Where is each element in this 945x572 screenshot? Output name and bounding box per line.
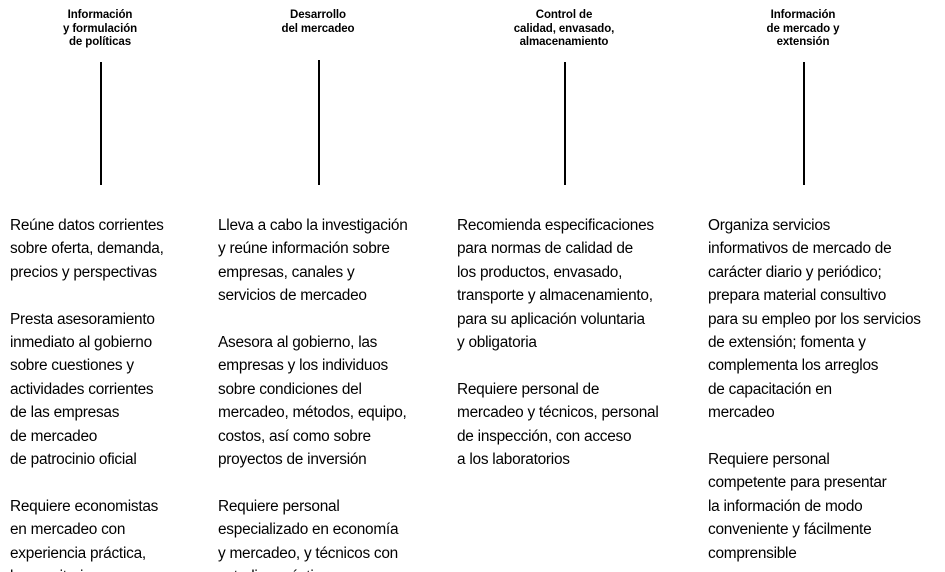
column-body-desarrollo-del-mercadeo: Lleva a cabo la investigación y reúne in… — [218, 214, 458, 572]
paragraph: Requiere personal especializado en econo… — [218, 497, 399, 572]
paragraph: Presta asesoramiento inmediato al gobier… — [10, 310, 155, 469]
column-body-informacion-mercado-extension: Organiza servicios informativos de merca… — [708, 214, 945, 565]
paragraph: Requiere personal competente para presen… — [708, 451, 887, 562]
paragraph: Reúne datos corrientes sobre oferta, dem… — [10, 217, 164, 281]
column-header-control-calidad-envasado-almacenamiento: Control de calidad, envasado, almacenami… — [513, 9, 615, 48]
column-body-informacion-formulacion-politicas: Reúne datos corrientes sobre oferta, dem… — [10, 214, 210, 572]
column-header-informacion-formulacion-politicas: Información y formulación de políticas — [62, 9, 138, 48]
paragraph: Asesora al gobierno, las empresas y los … — [218, 334, 407, 469]
paragraph: Organiza servicios informativos de merca… — [708, 217, 921, 422]
paragraph: Recomienda especificaciones para normas … — [457, 217, 654, 352]
connector-line-column-2 — [318, 60, 320, 185]
connector-line-column-4 — [803, 62, 805, 185]
connector-line-column-1 — [100, 62, 102, 185]
paragraph: Lleva a cabo la investigación y reúne in… — [218, 217, 408, 305]
paragraph: Requiere personal de mercadeo y técnicos… — [457, 380, 659, 469]
column-header-desarrollo-del-mercadeo: Desarrollo del mercadeo — [281, 9, 355, 35]
paragraph: Requiere economistas en mercadeo con exp… — [10, 497, 159, 572]
connector-line-column-3 — [564, 62, 566, 185]
column-body-control-calidad-envasado-almacenamiento: Recomienda especificaciones para normas … — [457, 214, 707, 471]
column-header-informacion-mercado-extension: Información de mercado y extensión — [766, 9, 840, 48]
